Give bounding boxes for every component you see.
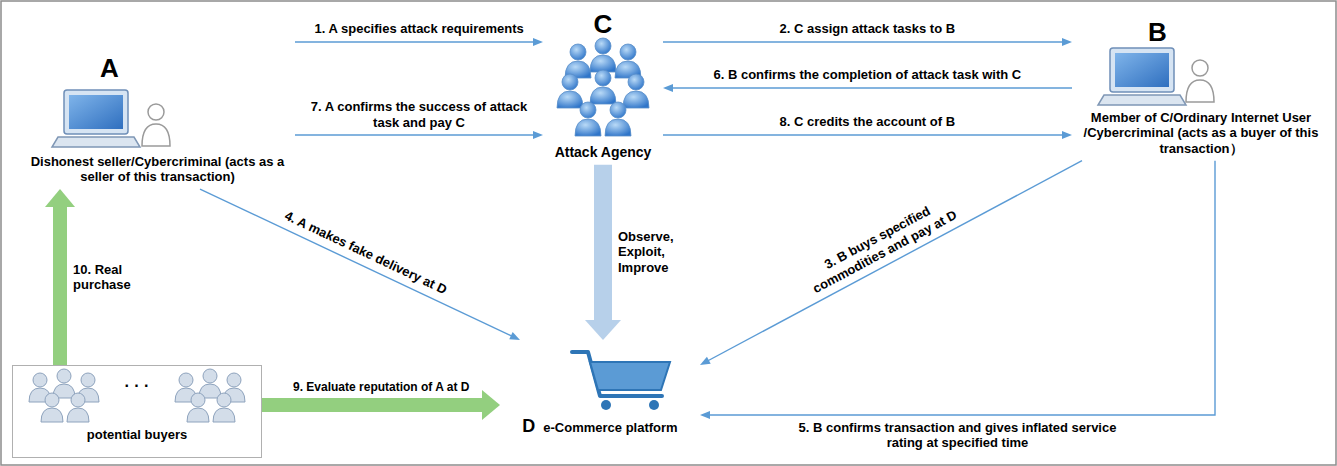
connector-line: [663, 134, 1063, 135]
arrow-head: [700, 411, 710, 419]
buyer-computer-icon: [1098, 48, 1214, 105]
connector: [663, 131, 1072, 139]
edge-label: 4. A makes fake delivery at D: [282, 208, 449, 298]
connector: [262, 390, 500, 420]
arrow-head: [482, 390, 500, 420]
node-text: e-Commerce platform: [543, 420, 677, 436]
connector: [663, 84, 1072, 92]
node-text: Dishonest seller/Cybercriminal (acts as …: [24, 154, 291, 185]
edge-label: 10. Real purchase: [73, 262, 145, 293]
connector-line: [708, 161, 1082, 361]
edge-label: 5. B confirms transaction and gives infl…: [788, 420, 1128, 451]
arrow-head: [585, 320, 621, 340]
edge-label: 7. A confirms the success of attack task…: [297, 99, 542, 130]
node-text: Member of C/Ordinary Internet User /Cybe…: [1076, 110, 1326, 157]
arrow-head: [663, 84, 673, 92]
arrow-head: [1062, 38, 1072, 46]
agency-node: C Attack Agency: [543, 6, 663, 165]
node-text: potential buyers: [17, 427, 257, 443]
platform-node: De-Commerce platform: [500, 340, 700, 442]
shopping-cart-icon: [572, 352, 670, 410]
agency-group-icon: [557, 38, 649, 136]
arrow-head: [509, 332, 520, 340]
potential-buyers-icon: [29, 369, 245, 422]
connector-line: [295, 41, 534, 42]
connector: [45, 189, 75, 365]
connector-line: [672, 87, 1072, 88]
edge-label: 9. Evaluate reputation of A at D: [293, 380, 469, 394]
connector: [295, 131, 543, 139]
edge-label: 3. B buys specified commodities and pay …: [790, 186, 972, 303]
node-text: Attack Agency: [547, 144, 659, 161]
seller-computer-icon: [52, 90, 170, 147]
connector-line: [262, 398, 483, 412]
arrow-head: [533, 131, 543, 139]
connector-line: [663, 41, 1063, 42]
node-letter: D: [522, 416, 535, 438]
connector-line: [295, 134, 534, 135]
connector: [200, 189, 520, 340]
edge-label: 6. B confirms the completion of attack t…: [714, 67, 1022, 83]
arrow-head: [533, 38, 543, 46]
seller-node: A Dishonest seller/Cybercriminal (acts as…: [20, 28, 295, 189]
connector: [295, 38, 543, 46]
edge-label: 1. A specifies attack requirements: [315, 21, 524, 37]
node-text: · · ·: [17, 376, 257, 395]
edge-label: 2. C assign attack tasks to B: [780, 21, 956, 37]
edge-label: Observe, Exploit, Improve: [618, 229, 690, 276]
connector-line: [709, 161, 1215, 415]
buyer-node: B Member of C/Ordinary Internet User /Cyb…: [1072, 14, 1330, 161]
connector: [700, 161, 1215, 419]
edge-label: 8. C credits the account of B: [780, 114, 956, 130]
connector: [663, 38, 1072, 46]
node-letter: A: [24, 54, 291, 84]
buyers-box: · · · potential buyers: [12, 365, 262, 458]
connector-line: [200, 189, 512, 336]
connector-line: [53, 206, 67, 365]
node-letter: C: [547, 10, 659, 40]
arrow-head: [700, 357, 711, 365]
connector: [700, 161, 1082, 365]
connector: [585, 165, 621, 340]
node-letter: B: [1076, 18, 1326, 48]
arrow-head: [1062, 131, 1072, 139]
arrow-head: [45, 189, 75, 207]
connector-line: [594, 165, 612, 321]
